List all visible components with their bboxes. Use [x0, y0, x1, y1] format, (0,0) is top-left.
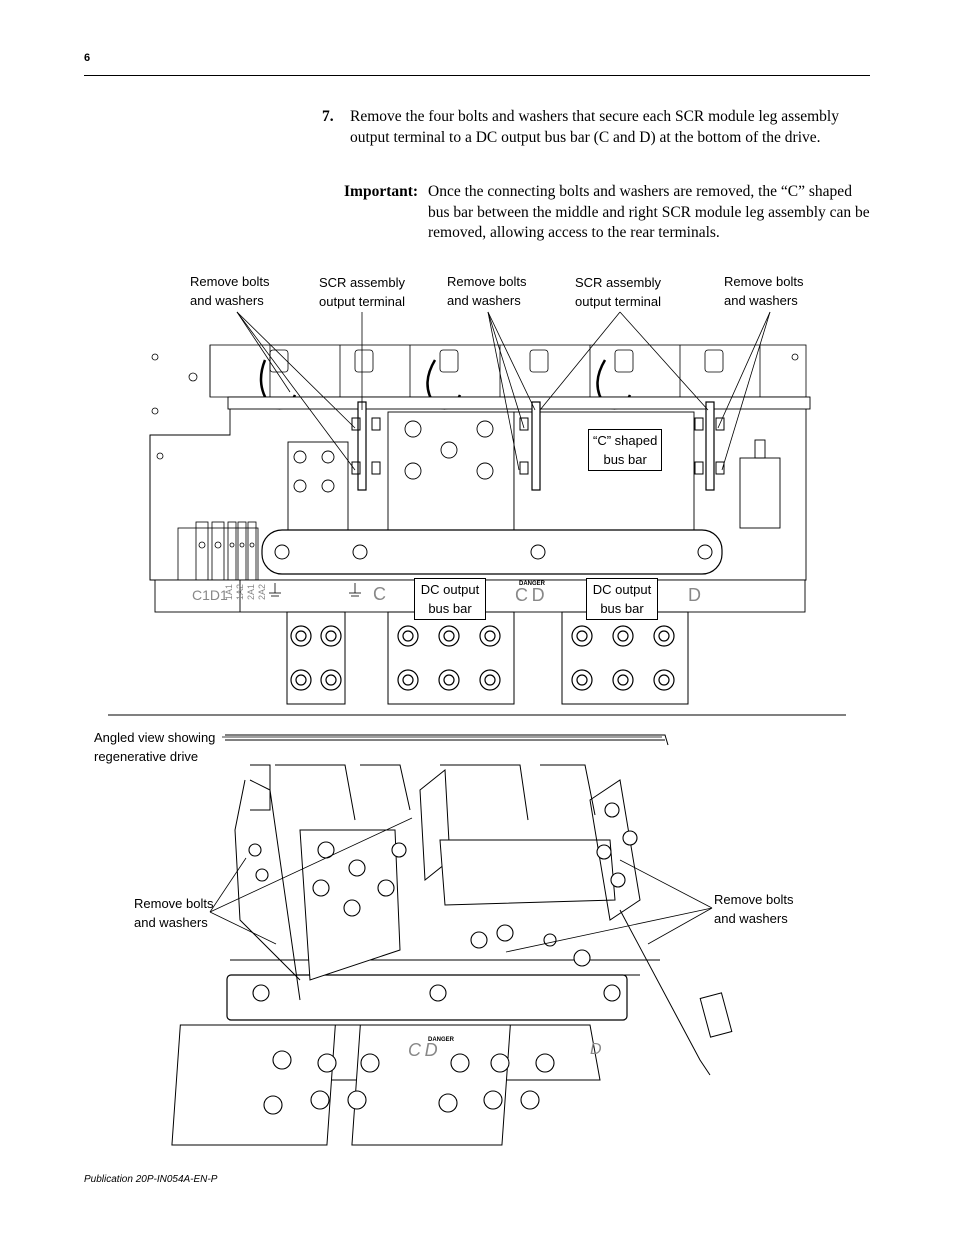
a-label: 2A1: [246, 584, 256, 601]
scr-output-terminals: [351, 401, 725, 491]
angled-label-cd: C D: [408, 1040, 438, 1060]
angled-leader-lines: [209, 736, 713, 953]
leader-lines: [236, 311, 771, 471]
angled-label-danger: DANGER: [428, 1037, 455, 1043]
callout-line: and washers: [724, 293, 798, 308]
cabinet-frame: [149, 396, 811, 581]
callout-line: Remove bolts: [134, 896, 214, 911]
callout-dc-output-bus-bar-2: DC output bus bar: [586, 578, 658, 620]
a-label: 1A2: [235, 584, 245, 601]
callout-line: DC output: [420, 582, 480, 597]
callout-line: bus bar: [428, 601, 472, 616]
angled-terminal-letters: C D D DANGER: [408, 1037, 602, 1060]
angled-structure: [171, 734, 733, 1146]
label-c1d1: C1D1: [192, 587, 228, 603]
a-label: 1A1: [224, 584, 234, 601]
a-label: 2A2: [257, 584, 267, 601]
callout-line: Remove bolts: [724, 274, 804, 289]
page-number: 6: [84, 52, 91, 64]
angled-label-d: D: [590, 1041, 602, 1058]
publication-footer: Publication 20P-IN054A-EN-P: [84, 1174, 218, 1185]
callout-line: and washers: [714, 911, 788, 926]
callout-remove-bolts-3: Remove bolts and washers: [724, 272, 803, 310]
callout-line: Remove bolts: [190, 274, 270, 289]
important-note: Important: Once the connecting bolts and…: [344, 182, 874, 244]
callout-line: SCR assembly: [575, 275, 661, 290]
callout-line: and washers: [447, 293, 521, 308]
callout-line: and washers: [134, 915, 208, 930]
callout-angled-view: Angled view showing regenerative drive: [94, 728, 215, 766]
label-d: D: [688, 585, 701, 605]
callout-line: output terminal: [575, 294, 661, 309]
important-text: Once the connecting bolts and washers ar…: [428, 183, 870, 241]
callout-line: SCR assembly: [319, 275, 405, 290]
callout-line: Angled view showing: [94, 730, 216, 745]
horizontal-bus-bar: [261, 529, 723, 575]
header-rule: [84, 75, 870, 76]
callout-line: Remove bolts: [447, 274, 527, 289]
step-text: Remove the four bolts and washers that s…: [350, 108, 839, 146]
terminal-a-labels: 1A1 1A2 2A1 2A2: [224, 584, 267, 600]
callout-dc-output-bus-bar-1: DC output bus bar: [414, 578, 486, 620]
callout-line: regenerative drive: [94, 749, 199, 764]
callout-c-shaped-bus-bar: “C” shaped bus bar: [588, 429, 663, 471]
callout-remove-bolts-2: Remove bolts and washers: [447, 272, 526, 310]
callout-line: Remove bolts: [714, 892, 794, 907]
important-label: Important:: [344, 183, 419, 200]
callout-scr-terminal-2: SCR assembly output terminal: [575, 273, 661, 311]
callout-line: bus bar: [600, 601, 644, 616]
step-number: 7.: [322, 108, 334, 125]
label-c: C: [373, 584, 386, 604]
step-7: 7. Remove the four bolts and washers tha…: [322, 107, 870, 148]
label-danger: DANGER: [519, 581, 546, 587]
terminal-block: [177, 521, 259, 581]
callout-line: bus bar: [603, 452, 647, 467]
callout-scr-terminal-1: SCR assembly output terminal: [319, 273, 405, 311]
callout-line: and washers: [190, 293, 264, 308]
callout-line: output terminal: [319, 294, 405, 309]
ground-symbols: [269, 583, 361, 597]
terminal-letters: C1D1 C C D D DANGER: [192, 581, 701, 605]
callout-line: “C” shaped: [593, 433, 658, 448]
dc-output-bus-bars: [286, 611, 689, 705]
label-cd: C D: [515, 585, 545, 605]
callout-remove-bolts-1: Remove bolts and washers: [190, 272, 269, 310]
angled-bolts: [248, 802, 638, 1115]
callout-line: DC output: [592, 582, 652, 597]
callout-remove-bolts-right: Remove bolts and washers: [714, 890, 793, 928]
callout-remove-bolts-left: Remove bolts and washers: [134, 894, 213, 932]
